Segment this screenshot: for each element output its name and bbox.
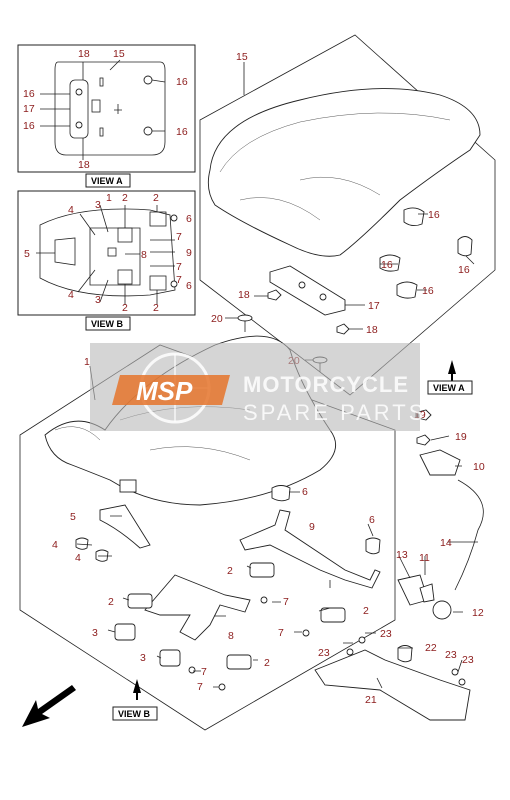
callout-18: 18 [366, 324, 378, 336]
callout-2: 2 [264, 657, 270, 669]
callout-7: 7 [176, 261, 182, 273]
watermark-line2: SPARE PARTS [243, 400, 426, 425]
pillion-seat-group: 15 16 16 16 16 18 17 20 18 [199, 34, 496, 396]
callout-4: 4 [52, 539, 58, 551]
callout-4: 4 [75, 552, 81, 564]
callout-2: 2 [227, 565, 233, 577]
svg-text:VIEW B: VIEW B [118, 709, 151, 719]
callout-23: 23 [462, 654, 474, 666]
callout-4: 4 [68, 204, 74, 216]
callout-23: 23 [445, 649, 457, 661]
view-a-inset: 18 15 16 17 16 16 16 18 VIEW A [17, 44, 196, 188]
callout-16: 16 [176, 126, 188, 138]
callout-11: 11 [419, 552, 430, 564]
callout-3: 3 [95, 294, 101, 306]
front-direction-arrow [22, 685, 76, 727]
callout-23: 23 [318, 647, 330, 659]
callout-10: 10 [473, 461, 485, 473]
watermark-line1: MOTORCYCLE [243, 372, 409, 397]
view-b-caption: VIEW B [91, 319, 124, 329]
watermark-logo: MSP [136, 376, 193, 406]
callout-20: 20 [211, 313, 223, 325]
callout-3: 3 [92, 627, 98, 639]
view-b-inset: 4 3 1 2 2 6 5 7 9 8 7 7 4 3 2 2 6 VIEW B [17, 190, 196, 331]
view-b-marker: VIEW B [112, 679, 158, 721]
callout-2: 2 [153, 302, 159, 314]
svg-text:VIEW A: VIEW A [433, 383, 465, 393]
callout-16: 16 [176, 76, 188, 88]
callout-12: 12 [472, 607, 484, 619]
callout-2: 2 [122, 192, 128, 204]
callout-2: 2 [122, 302, 128, 314]
callout-22: 22 [425, 642, 437, 654]
callout-17: 17 [23, 103, 35, 115]
callout-1: 1 [84, 356, 90, 368]
callout-16: 16 [381, 259, 393, 271]
callout-23: 23 [380, 628, 392, 640]
callout-5: 5 [24, 248, 30, 260]
watermark: MSP MOTORCYCLE SPARE PARTS [90, 343, 426, 431]
callout-9: 9 [309, 521, 315, 533]
callout-16: 16 [422, 285, 434, 297]
callout-6: 6 [186, 213, 192, 225]
callout-7: 7 [201, 666, 207, 678]
callout-14: 14 [440, 537, 452, 549]
callout-7: 7 [278, 627, 284, 639]
callout-6: 6 [302, 486, 308, 498]
callout-7: 7 [176, 274, 182, 286]
callout-17: 17 [368, 300, 380, 312]
callout-8: 8 [141, 249, 147, 261]
callout-13: 13 [396, 549, 408, 561]
callout-16: 16 [428, 209, 440, 221]
callout-19: 19 [455, 431, 467, 443]
view-a-marker: VIEW A [427, 360, 473, 395]
callout-18: 18 [78, 159, 90, 171]
callout-4: 4 [68, 289, 74, 301]
callout-8: 8 [228, 630, 234, 642]
callout-3: 3 [140, 652, 146, 664]
callout-7: 7 [283, 596, 289, 608]
callout-2: 2 [363, 605, 369, 617]
callout-3: 3 [95, 199, 101, 211]
callout-7: 7 [176, 231, 182, 243]
callout-5: 5 [70, 511, 76, 523]
callout-21: 21 [365, 694, 377, 706]
callout-6: 6 [186, 280, 192, 292]
callout-16: 16 [23, 120, 35, 132]
callout-15: 15 [236, 51, 248, 63]
callout-16: 16 [458, 264, 470, 276]
callout-2: 2 [153, 192, 159, 204]
view-a-caption: VIEW A [91, 176, 123, 186]
callout-9: 9 [186, 247, 192, 259]
callout-6: 6 [369, 514, 375, 526]
callout-16: 16 [23, 88, 35, 100]
callout-1: 1 [106, 192, 112, 204]
callout-18: 18 [78, 48, 90, 60]
callout-7: 7 [197, 681, 203, 693]
callout-2: 2 [108, 596, 114, 608]
callout-15: 15 [113, 48, 125, 60]
callout-18: 18 [238, 289, 250, 301]
